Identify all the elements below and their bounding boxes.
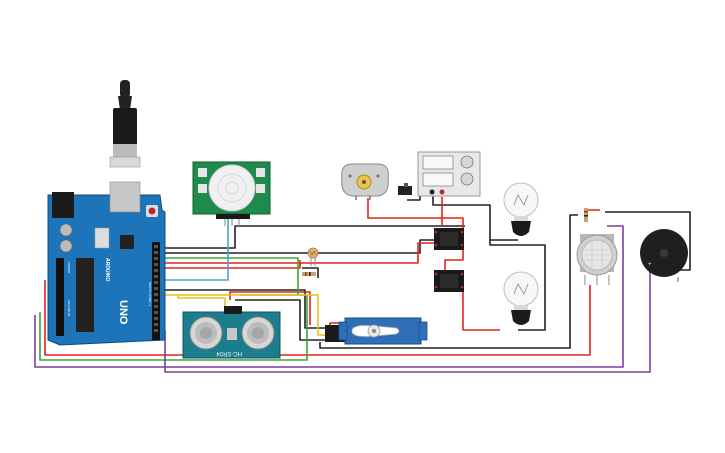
wire-black[interactable]	[432, 193, 455, 206]
wire-black[interactable]	[162, 225, 465, 249]
wire-red[interactable]	[229, 291, 311, 325]
atmega-chip	[76, 258, 94, 332]
wire-yellow[interactable]	[177, 295, 226, 310]
piezo-buzzer[interactable]: +	[640, 229, 688, 282]
wire-blue[interactable]	[162, 216, 229, 281]
wire-black[interactable]	[235, 299, 325, 341]
pir-sensor[interactable]	[192, 161, 271, 226]
wire-black[interactable]	[302, 267, 319, 278]
svg-text:+: +	[648, 262, 652, 268]
light-bulb-top[interactable]	[503, 182, 539, 236]
relay-bottom[interactable]	[434, 270, 464, 292]
terminal-positive[interactable]	[439, 189, 445, 195]
chip	[120, 235, 134, 249]
digital-pin-dots	[154, 245, 158, 332]
wire-red[interactable]	[44, 280, 591, 356]
pir-dome	[208, 164, 256, 212]
slide-switch[interactable]	[398, 183, 412, 195]
board-brand-label: ARDUINO	[104, 258, 110, 281]
wire-green[interactable]	[162, 257, 299, 295]
wire-black[interactable]	[605, 211, 691, 271]
wire-black[interactable]	[455, 204, 518, 241]
servo-motor[interactable]	[325, 317, 428, 345]
usb-port	[109, 181, 141, 213]
ultrasonic-model-label: HC-SR04	[216, 350, 242, 356]
wire-black[interactable]	[162, 239, 434, 254]
wire-red[interactable]	[162, 260, 301, 269]
wire-red[interactable]	[162, 242, 434, 264]
gas-sensor[interactable]	[576, 234, 618, 285]
digital-header[interactable]	[152, 242, 160, 340]
gas-resistor[interactable]	[584, 208, 588, 222]
analog-header-label: ANALOG IN	[67, 300, 71, 316]
wire-purple[interactable]	[164, 272, 651, 373]
wire-red[interactable]	[444, 250, 464, 270]
wire-black[interactable]	[162, 289, 325, 329]
arduino-uno-board[interactable]: UNO ARDUINO DIGITAL (PWM ~) POWER ANALOG…	[47, 181, 166, 346]
wire-black[interactable]	[489, 240, 546, 331]
capacitor	[59, 239, 73, 253]
ultrasonic-sensor[interactable]: HC-SR04	[182, 306, 281, 359]
power-supply[interactable]	[417, 151, 481, 197]
wire-red[interactable]	[367, 198, 464, 230]
light-bulb-bottom[interactable]	[503, 271, 539, 325]
wire-black[interactable]	[319, 214, 578, 349]
resistor[interactable]	[302, 272, 316, 276]
board-model-label: UNO	[117, 300, 129, 325]
terminal-negative[interactable]	[429, 189, 435, 195]
relay-top[interactable]	[434, 228, 464, 250]
analog-power-header[interactable]	[56, 258, 64, 336]
photoresistor[interactable]	[307, 247, 319, 266]
wire-red[interactable]	[462, 292, 500, 331]
digital-header-label: DIGITAL (PWM ~)	[148, 282, 152, 306]
capacitor	[59, 223, 73, 237]
wire-black[interactable]	[407, 195, 421, 201]
dc-motor[interactable]	[341, 163, 389, 200]
power-header-label: POWER	[67, 262, 71, 274]
wire-purple[interactable]	[34, 225, 624, 368]
dc-jack	[52, 192, 74, 218]
